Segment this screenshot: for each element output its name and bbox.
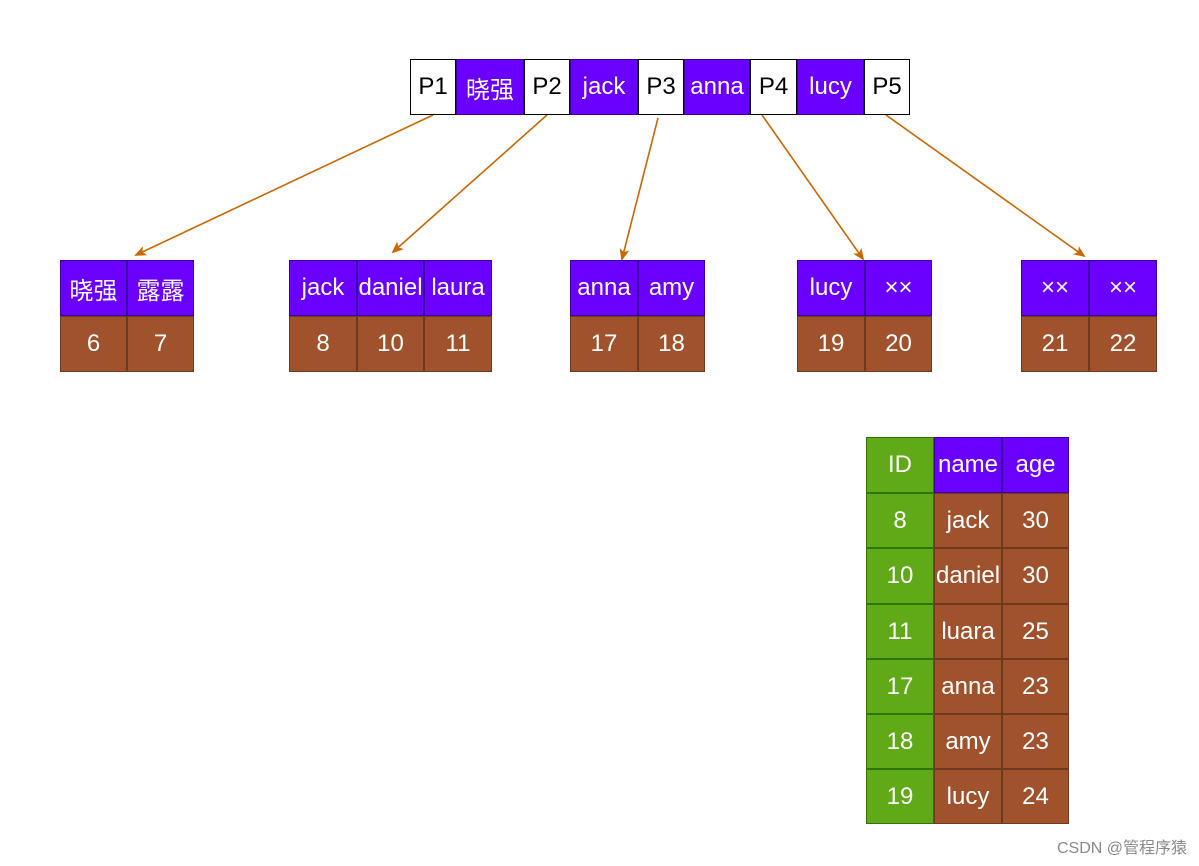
root-pointer-p1: P1: [410, 59, 456, 115]
table-cell-id: 18: [866, 714, 934, 769]
leaf-2-key-3: laura: [424, 260, 492, 316]
table-header-id: ID: [866, 437, 934, 493]
leaf-2-key-1: jack: [289, 260, 357, 316]
leaf-2-key-2: daniel: [357, 260, 424, 316]
table-cell-name: jack: [934, 493, 1002, 548]
watermark: CSDN @管程序猿: [1056, 840, 1187, 857]
leaf-5-value-2: 22: [1089, 316, 1157, 372]
arrow-p1: [134, 114, 434, 256]
leaf-4-value-1: 19: [797, 316, 865, 372]
table-cell-name: daniel: [934, 548, 1002, 604]
arrow-p3: [619, 117, 659, 261]
leaf-3-key-2: amy: [638, 260, 705, 316]
leaf-2-value-2: 10: [357, 316, 424, 372]
root-key-2: jack: [570, 59, 638, 115]
leaf-1-key-2: 露露: [127, 260, 194, 316]
arrow-p2: [391, 114, 548, 254]
table-cell-age: 30: [1002, 548, 1069, 604]
table-cell-age: 23: [1002, 714, 1069, 769]
leaf-1-key-1: 晓强: [60, 260, 127, 316]
table-cell-name: luara: [934, 604, 1002, 659]
arrow-p5: [885, 114, 1086, 258]
root-key-4: lucy: [797, 59, 864, 115]
leaf-5-key-1: ××: [1021, 260, 1089, 316]
table-cell-id: 8: [866, 493, 934, 548]
leaf-5-key-2: ××: [1089, 260, 1157, 316]
table-cell-id: 17: [866, 659, 934, 714]
leaf-4-value-2: 20: [865, 316, 932, 372]
leaf-1-value-2: 7: [127, 316, 194, 372]
root-pointer-p4: P4: [750, 59, 797, 115]
table-header-name: name: [934, 437, 1002, 493]
root-pointer-p3: P3: [638, 59, 684, 115]
root-pointer-p2: P2: [524, 59, 570, 115]
table-cell-age: 25: [1002, 604, 1069, 659]
table-cell-name: amy: [934, 714, 1002, 769]
leaf-3-value-2: 18: [638, 316, 705, 372]
root-key-3: anna: [684, 59, 750, 115]
leaf-2-value-1: 8: [289, 316, 357, 372]
table-cell-age: 24: [1002, 769, 1069, 824]
leaf-4-key-2: ××: [865, 260, 932, 316]
leaf-5-value-1: 21: [1021, 316, 1089, 372]
leaf-2-value-3: 11: [424, 316, 492, 372]
root-key-1: 晓强: [456, 59, 524, 115]
table-cell-age: 30: [1002, 493, 1069, 548]
table-cell-name: anna: [934, 659, 1002, 714]
table-cell-id: 10: [866, 548, 934, 604]
table-cell-id: 19: [866, 769, 934, 824]
root-pointer-p5: P5: [864, 59, 910, 115]
table-header-age: age: [1002, 437, 1069, 493]
leaf-1-value-1: 6: [60, 316, 127, 372]
table-cell-age: 23: [1002, 659, 1069, 714]
table-cell-id: 11: [866, 604, 934, 659]
leaf-3-value-1: 17: [570, 316, 638, 372]
leaf-4-key-1: lucy: [797, 260, 865, 316]
leaf-3-key-1: anna: [570, 260, 638, 316]
arrow-p4: [761, 114, 865, 261]
table-cell-name: lucy: [934, 769, 1002, 824]
